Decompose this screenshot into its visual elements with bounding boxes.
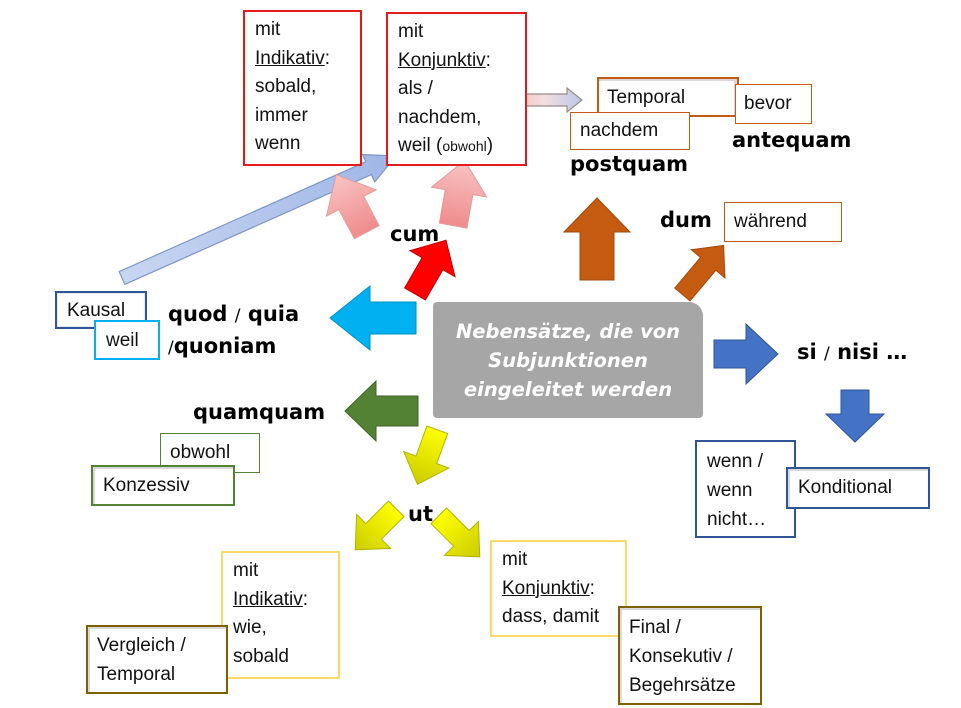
nisi-keyword: nisi … [837,340,908,364]
wenn-line2: wenn [707,480,753,501]
slash: / [824,344,830,364]
konzessiv-box: Konzessiv [91,465,235,506]
quia-keyword: quia [247,302,300,326]
kausal-label: Kausal [67,300,126,321]
cum-konjunktiv-box: mit Konjunktiv: als / nachdem, weil (obw… [386,12,527,166]
si-nisi-keyword: si / nisi … [797,340,907,364]
center-line-2: Subjunktionen [488,348,648,372]
si-keyword: si [797,340,817,364]
final-line2: Konsekutiv / [629,646,733,667]
orange-arrow-up [562,197,632,281]
colon: : [324,47,330,69]
ut-konjunktiv-line3: dass, damit [502,606,600,627]
konditional-label: Konditional [798,477,893,498]
bevor-box: bevor [735,84,812,124]
vergleich-line2: Temporal [97,664,176,685]
cum-indikativ-box: mit Indikativ: sobald, immer wenn [243,10,362,166]
ut-indikativ-mood-line: Indikativ: [233,586,328,615]
postquam-keyword: postquam [570,152,689,176]
vergleich-box: Vergleich / Temporal [86,625,228,694]
yellow-arrow-right-down [430,507,481,558]
nachdem-label: nachdem [580,120,659,141]
cum-konjunktiv-mood-line: Konjunktiv: [398,47,515,76]
cum-indikativ-line4: immer [255,104,308,126]
quod-quia-keyword: quod / quia [168,302,299,326]
temporal-box: Temporal [597,77,739,117]
cum-indikativ-line3: sobald, [255,76,317,97]
ut-konjunktiv-mood: Konjunktiv [502,577,590,599]
red-arrow [403,239,456,301]
cum-indikativ-mood: Indikativ [255,47,325,69]
colon: : [302,588,308,610]
paren-close: ) [486,135,494,156]
yellow-arrow-down [402,425,451,486]
orange-arrow-diag [674,244,726,302]
obwohl-label: obwohl [170,442,231,463]
quamquam-keyword: quamquam [193,400,326,424]
ut-konjunktiv-box: mit Konjunktiv: dass, damit [490,540,627,637]
cum-indikativ-line5: wenn [255,133,301,154]
nachdem-box: nachdem [570,112,690,150]
weil-box: weil [94,320,160,360]
final-line3: Begehrsätze [629,675,736,696]
pink-arrow-right [430,159,488,229]
cum-konjunktiv-line3: als / [398,78,433,99]
waehrend-box: während [724,202,842,242]
ut-keyword: ut [408,502,433,526]
quod-keyword: quod [168,302,228,326]
cum-indikativ-prefix: mit [255,19,281,40]
ut-indikativ-line3: wie, [233,617,267,638]
center-line-3: eingeleitet werden [463,377,673,401]
ut-indikativ-box: mit Indikativ: wie, sobald [221,551,340,679]
quoniam-keyword: quoniam [173,334,277,358]
wenn-line1: wenn / [707,451,763,472]
waehrend-label: während [734,211,807,232]
cum-konjunktiv-mood: Konjunktiv [398,49,486,71]
final-line1: Final / [629,617,681,638]
cum-indikativ-mood-line: Indikativ: [255,45,350,74]
konzessiv-label: Konzessiv [103,475,190,496]
final-box: Final / Konsekutiv / Begehrsätze [618,606,762,705]
weil-text: weil ( [398,135,443,156]
konditional-box: Konditional [786,467,930,509]
center-line-1: Nebensätze, die von [455,319,681,343]
slash: / [168,338,174,358]
temporal-label: Temporal [607,87,686,108]
ut-konjunktiv-prefix: mit [502,549,528,570]
antequam-keyword: antequam [732,128,852,152]
ut-indikativ-prefix: mit [233,560,259,581]
pink-arrow-left [325,174,380,240]
colon: : [589,577,595,599]
slash: / [234,306,241,326]
cum-konjunktiv-prefix: mit [398,21,424,42]
ut-konjunktiv-mood-line: Konjunktiv: [502,575,615,604]
wenn-box: wenn / wenn nicht… [695,440,796,538]
ut-indikativ-mood: Indikativ [233,588,303,610]
cum-konjunktiv-line5: weil (obwohl) [398,132,515,161]
long-blue-arrow [118,153,398,286]
quoniam-line: /quoniam [168,334,276,358]
weil-label: weil [106,330,139,351]
obwohl-small: obwohl [442,138,487,154]
colon: : [485,49,491,71]
cum-konjunktiv-line4: nachdem, [398,106,482,128]
cum-keyword: cum [390,222,440,246]
dark-blue-arrow-down [824,389,886,443]
vergleich-line1: Vergleich / [97,635,186,656]
wenn-line3: nicht… [707,509,767,530]
blue-arrow-left [329,284,417,352]
center-box: Nebensätze, die von Subjunktionen eingel… [433,302,703,418]
bevor-label: bevor [744,93,792,114]
yellow-arrow-left-down [354,500,405,551]
dark-blue-arrow-right [713,322,779,386]
ut-indikativ-line4: sobald [233,645,289,667]
green-arrow-left [344,379,419,443]
dum-keyword: dum [660,208,712,232]
